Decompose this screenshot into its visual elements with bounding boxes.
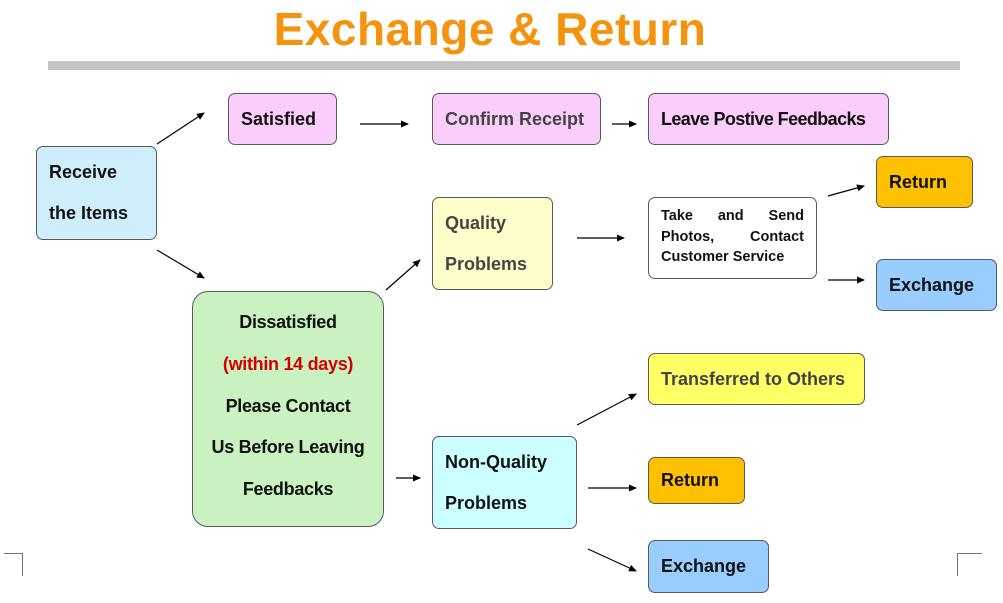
non-quality-problems-line1: Non-Quality bbox=[445, 451, 547, 472]
transferred-to-others-box: Transferred to Others bbox=[648, 353, 865, 405]
confirm-receipt-box: Confirm Receipt bbox=[432, 93, 601, 145]
dissatisfied-line5: Feedbacks bbox=[242, 479, 334, 500]
return-top-label: Return bbox=[889, 171, 947, 192]
satisfied-box: Satisfied bbox=[228, 93, 337, 145]
quality-problems-line1: Quality bbox=[445, 212, 507, 233]
arrow-receive-to-dissatisfied bbox=[156, 249, 205, 279]
arrow-receive-to-satisfied bbox=[156, 112, 205, 145]
receive-items-box: Receive the Items bbox=[36, 146, 157, 240]
arrow-nonquality-to-transferred bbox=[576, 393, 637, 426]
receive-items-line1: Receive bbox=[49, 162, 118, 182]
take-photos-contact-box: Take and Send Photos, Contact Customer S… bbox=[648, 197, 817, 279]
return-bottom-label: Return bbox=[661, 470, 719, 490]
crop-mark-right bbox=[957, 553, 982, 576]
dissatisfied-line1: Dissatisfied bbox=[239, 312, 337, 332]
page-title: Exchange & Return bbox=[273, 3, 707, 55]
return-bottom-box: Return bbox=[648, 457, 745, 504]
exchange-top-box: Exchange bbox=[876, 259, 997, 311]
arrow-nonquality-to-exchange bbox=[587, 548, 637, 572]
dissatisfied-line3: Please Contact bbox=[225, 395, 351, 416]
dissatisfied-box: Dissatisfied (within 14 days) Please Con… bbox=[192, 291, 384, 527]
leave-feedback-box: Leave Postive Feedbacks bbox=[648, 93, 889, 145]
dissatisfied-deadline: (within 14 days) bbox=[222, 353, 354, 374]
exchange-top-label: Exchange bbox=[889, 274, 975, 295]
transferred-to-others-label: Transferred to Others bbox=[661, 368, 846, 389]
confirm-receipt-label: Confirm Receipt bbox=[445, 108, 585, 129]
arrow-dissatisfied-to-quality bbox=[385, 259, 421, 291]
leave-feedback-label: Leave Postive Feedbacks bbox=[661, 108, 866, 129]
dissatisfied-line4: Us Before Leaving bbox=[211, 437, 365, 458]
non-quality-problems-line2: Problems bbox=[445, 492, 528, 513]
crop-mark-left bbox=[4, 553, 23, 576]
satisfied-label: Satisfied bbox=[241, 108, 317, 129]
arrow-instructions-to-return bbox=[827, 184, 865, 197]
exchange-bottom-box: Exchange bbox=[648, 540, 769, 593]
take-photos-contact-label: Take and Send Photos, Contact Customer S… bbox=[661, 208, 804, 265]
non-quality-problems-box: Non-Quality Problems bbox=[432, 436, 577, 529]
exchange-bottom-label: Exchange bbox=[661, 556, 747, 576]
quality-problems-line2: Problems bbox=[445, 253, 528, 274]
return-top-box: Return bbox=[876, 156, 973, 208]
quality-problems-box: Quality Problems bbox=[432, 197, 553, 290]
receive-items-line2: the Items bbox=[49, 203, 129, 223]
title-divider bbox=[48, 61, 960, 70]
